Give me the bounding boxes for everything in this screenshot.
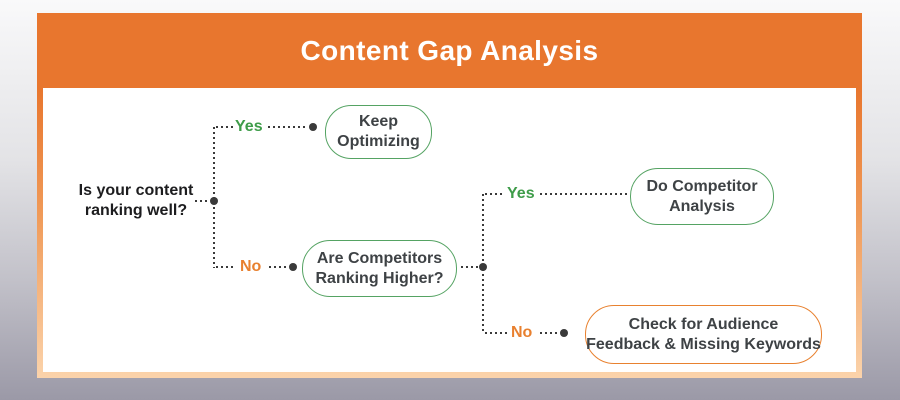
node-are-competitors-line2: Ranking Higher? [315, 269, 444, 287]
connector-no-2-b [540, 332, 558, 334]
page-title: Content Gap Analysis [300, 34, 599, 66]
no-label-2: No [511, 324, 533, 341]
node-are-competitors-line1: Are Competitors [316, 249, 443, 267]
node-check-audience-feedback-line1: Check for Audience [628, 315, 779, 333]
node-check-audience-feedback-line2: Feedback & Missing Keywords [586, 335, 821, 353]
connector-yes-1-a [216, 126, 233, 128]
connector-yes-1-end-dot [309, 123, 317, 131]
node-do-competitor-analysis: Do Competitor Analysis [630, 168, 774, 225]
connector-root-stub [195, 200, 210, 202]
connector-are-stub [461, 266, 478, 268]
node-check-audience-feedback: Check for Audience Feedback & Missing Ke… [585, 305, 822, 364]
yes-label-1: Yes [235, 118, 263, 135]
flowchart-canvas: Is your content ranking well? Yes Keep O… [43, 88, 856, 372]
connector-yes-2-b [540, 193, 627, 195]
connector-yes-2-a [485, 193, 504, 195]
yes-label-2: Yes [507, 185, 535, 202]
node-are-competitors: Are Competitors Ranking Higher? [302, 240, 457, 297]
title-bar: Content Gap Analysis [37, 13, 862, 88]
diagram-panel: Content Gap Analysis Is your content ran… [37, 13, 862, 378]
no-label-1: No [240, 258, 262, 275]
connector-yes-1-b [268, 126, 308, 128]
node-do-competitor-analysis-line2: Analysis [669, 197, 735, 215]
node-keep-optimizing: Keep Optimizing [325, 105, 432, 159]
connector-no-2-a [485, 332, 507, 334]
connector-branch-1-vertical [213, 127, 215, 268]
connector-no-1-a [216, 266, 236, 268]
root-question-line1: Is your content [78, 182, 194, 199]
connector-no-1-end-dot [289, 263, 297, 271]
root-question-line2: ranking well? [84, 202, 188, 219]
connector-no-2-end-dot [560, 329, 568, 337]
node-keep-optimizing-line1: Keep [358, 113, 399, 130]
node-do-competitor-analysis-line1: Do Competitor [646, 177, 758, 195]
root-question: Is your content ranking well? [71, 181, 201, 221]
connector-no-1-b [269, 266, 288, 268]
node-keep-optimizing-line2: Optimizing [337, 133, 420, 150]
connector-branch-2-vertical [482, 194, 484, 333]
